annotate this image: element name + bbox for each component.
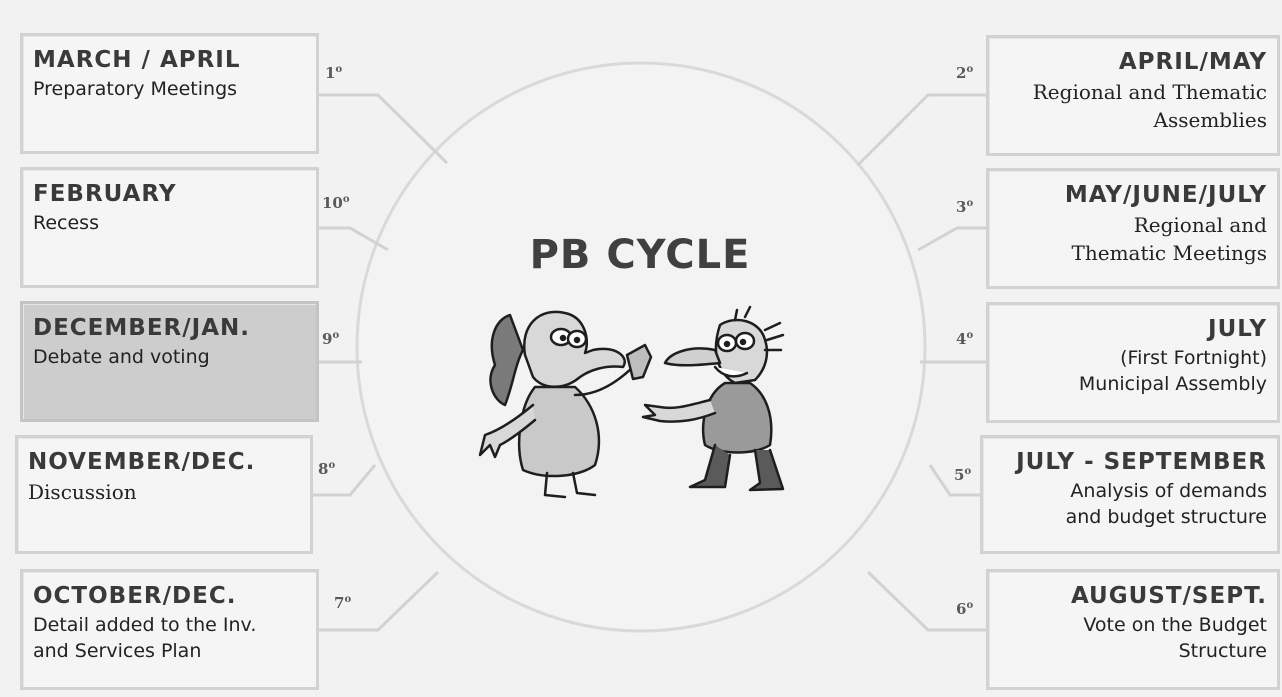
stage-card-4: JULY (First Fortnight) Municipal Assembl…	[986, 302, 1280, 423]
stage-description-line-1: Regional and	[1133, 213, 1267, 237]
step-number-7: 7o	[334, 594, 352, 612]
connector-step-6	[866, 570, 987, 632]
step-number-10: 10o	[322, 194, 350, 212]
stage-month: FEBRUARY	[33, 181, 177, 207]
stage-month: JULY - SEPTEMBER	[1016, 449, 1267, 475]
stage-description: Preparatory Meetings	[33, 78, 238, 100]
stage-month: MAY/JUNE/JULY	[1064, 182, 1267, 208]
stage-description-line-1: Analysis of demands	[1070, 480, 1267, 502]
stage-description: Debate and voting	[33, 346, 210, 368]
stage-description: Discussion	[28, 480, 137, 504]
stage-month: APRIL/MAY	[1118, 49, 1267, 75]
stage-description-line-2: and Services Plan	[33, 640, 202, 662]
stage-card-7: OCTOBER/DEC. Detail added to the Inv. an…	[20, 569, 319, 690]
stage-month: AUGUST/SEPT.	[1070, 583, 1267, 609]
connector-step-7	[318, 570, 440, 632]
connector-step-5	[928, 464, 981, 497]
stage-description-line-1: Vote on the Budget	[1083, 614, 1267, 636]
stage-card-1: MARCH / APRIL Preparatory Meetings	[20, 33, 319, 154]
stage-description-line-1: (First Fortnight)	[1120, 347, 1267, 369]
stage-description: Recess	[33, 212, 99, 234]
connector-step-3	[917, 226, 987, 252]
stage-description-line-2: Structure	[1178, 640, 1267, 662]
step-number-3: 3o	[956, 198, 974, 216]
stage-card-9: DECEMBER/JAN. Debate and voting	[20, 301, 319, 422]
step-number-4: 4o	[956, 330, 974, 348]
connector-step-1	[318, 93, 449, 165]
step-number-8: 8o	[318, 460, 336, 478]
stage-month: NOVEMBER/DEC.	[28, 449, 256, 475]
stage-card-6: AUGUST/SEPT. Vote on the Budget Structur…	[986, 569, 1280, 690]
two-people-talking-illustration	[478, 305, 785, 499]
stage-description-line-1: Regional and Thematic	[1032, 80, 1267, 104]
stage-description-line-1: Detail added to the Inv.	[33, 614, 257, 636]
stage-card-2: APRIL/MAY Regional and Thematic Assembli…	[986, 35, 1280, 156]
stage-month: JULY	[1208, 316, 1267, 342]
man-figure	[641, 305, 785, 492]
diagram-title: PB CYCLE	[529, 232, 751, 278]
stage-month: OCTOBER/DEC.	[33, 583, 237, 609]
connector-step-2	[856, 93, 987, 167]
step-number-1: 1o	[325, 64, 343, 82]
step-number-5: 5o	[954, 466, 972, 484]
connector-step-10	[318, 226, 389, 252]
step-number-6: 6o	[956, 600, 974, 618]
woman-figure	[478, 310, 653, 499]
stage-description-line-2: Municipal Assembly	[1078, 373, 1267, 395]
stage-month: DECEMBER/JAN.	[33, 315, 250, 341]
step-number-9: 9o	[322, 330, 340, 348]
stage-month: MARCH / APRIL	[33, 47, 241, 73]
stage-card-8: NOVEMBER/DEC. Discussion	[15, 435, 313, 554]
stage-card-3: MAY/JUNE/JULY Regional and Thematic Meet…	[986, 168, 1280, 289]
stage-description-line-2: and budget structure	[1065, 506, 1267, 528]
stage-card-10: FEBRUARY Recess	[20, 167, 319, 288]
stage-card-5: JULY - SEPTEMBER Analysis of demands and…	[980, 435, 1280, 554]
connector-step-8	[312, 464, 377, 497]
stage-description-line-2: Assemblies	[1153, 108, 1267, 132]
stage-description-line-2: Thematic Meetings	[1071, 241, 1267, 265]
step-number-2: 2o	[956, 64, 974, 82]
